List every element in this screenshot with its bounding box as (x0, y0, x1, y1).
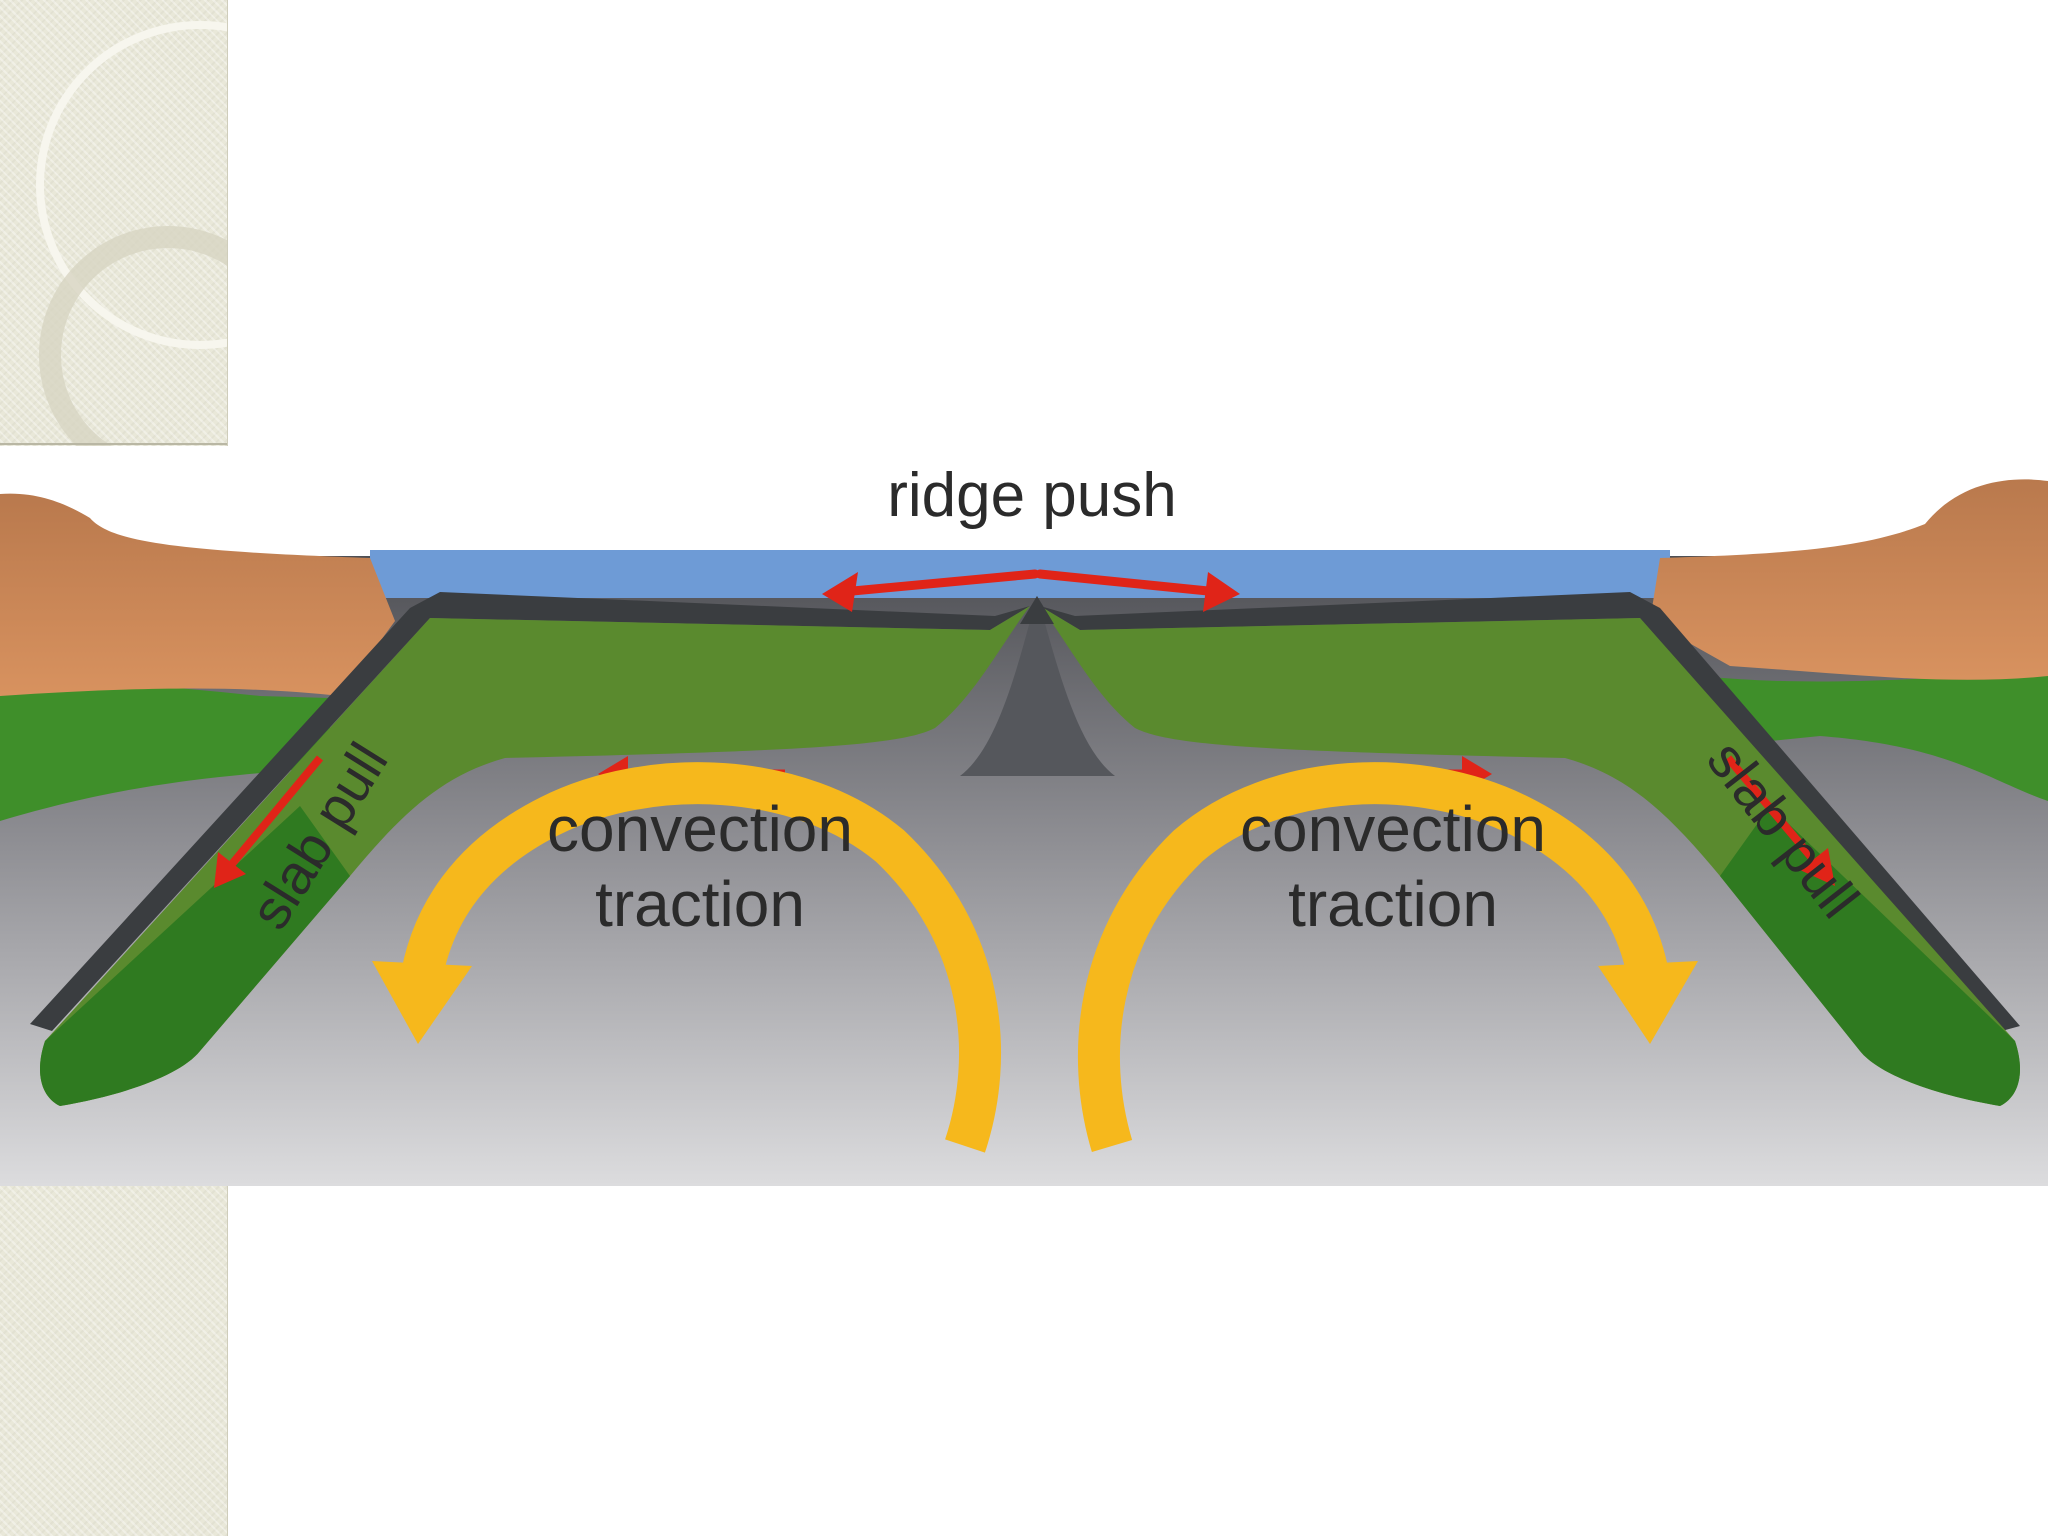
right-slab-lower (1720, 806, 2020, 1106)
convection-arrow-right (1077, 762, 1671, 1153)
arrowhead-icon (822, 572, 858, 612)
right-plate-dark-crust (1040, 592, 2020, 1032)
slab-pull-arrow-left (228, 755, 324, 867)
left-continent-vegetation (0, 684, 330, 821)
arrowhead-icon (372, 961, 472, 1044)
left-plate (40, 606, 1030, 1106)
left-continent-land (0, 493, 395, 696)
convection-left-label-line2: traction (595, 868, 805, 940)
ring-large (36, 21, 227, 349)
convection-right-label-line1: convection (1240, 793, 1546, 865)
convection-left-label-line1: convection (547, 793, 853, 865)
ridge-crest (1020, 596, 1054, 624)
plate-tectonics-diagram: ridge push convection traction convectio… (0, 446, 2048, 1186)
convection-right-label-line2: traction (1288, 868, 1498, 940)
arrowhead-icon (1800, 848, 1835, 886)
left-plate-dark-crust (30, 592, 1030, 1031)
ridge-push-arrow-right (1035, 569, 1223, 597)
right-continent-land (1650, 479, 2048, 680)
right-continent-vegetation (1700, 671, 2048, 801)
arrowhead-icon (1203, 572, 1240, 612)
ring-small (39, 226, 227, 484)
arrowhead-icon (1598, 961, 1698, 1044)
left-slab-lower (40, 806, 350, 1106)
ridge-push-arrow-left (837, 569, 1040, 597)
ridge-push-arrows (822, 569, 1240, 612)
arrowhead-icon (214, 852, 246, 888)
slab-pull-arrow-right (1724, 755, 1816, 861)
ridge-mantle-upwelling (960, 596, 1115, 776)
ridge-push-label: ridge push (887, 461, 1177, 530)
convection-arrow-left (399, 762, 1002, 1153)
right-plate (1040, 606, 2020, 1106)
